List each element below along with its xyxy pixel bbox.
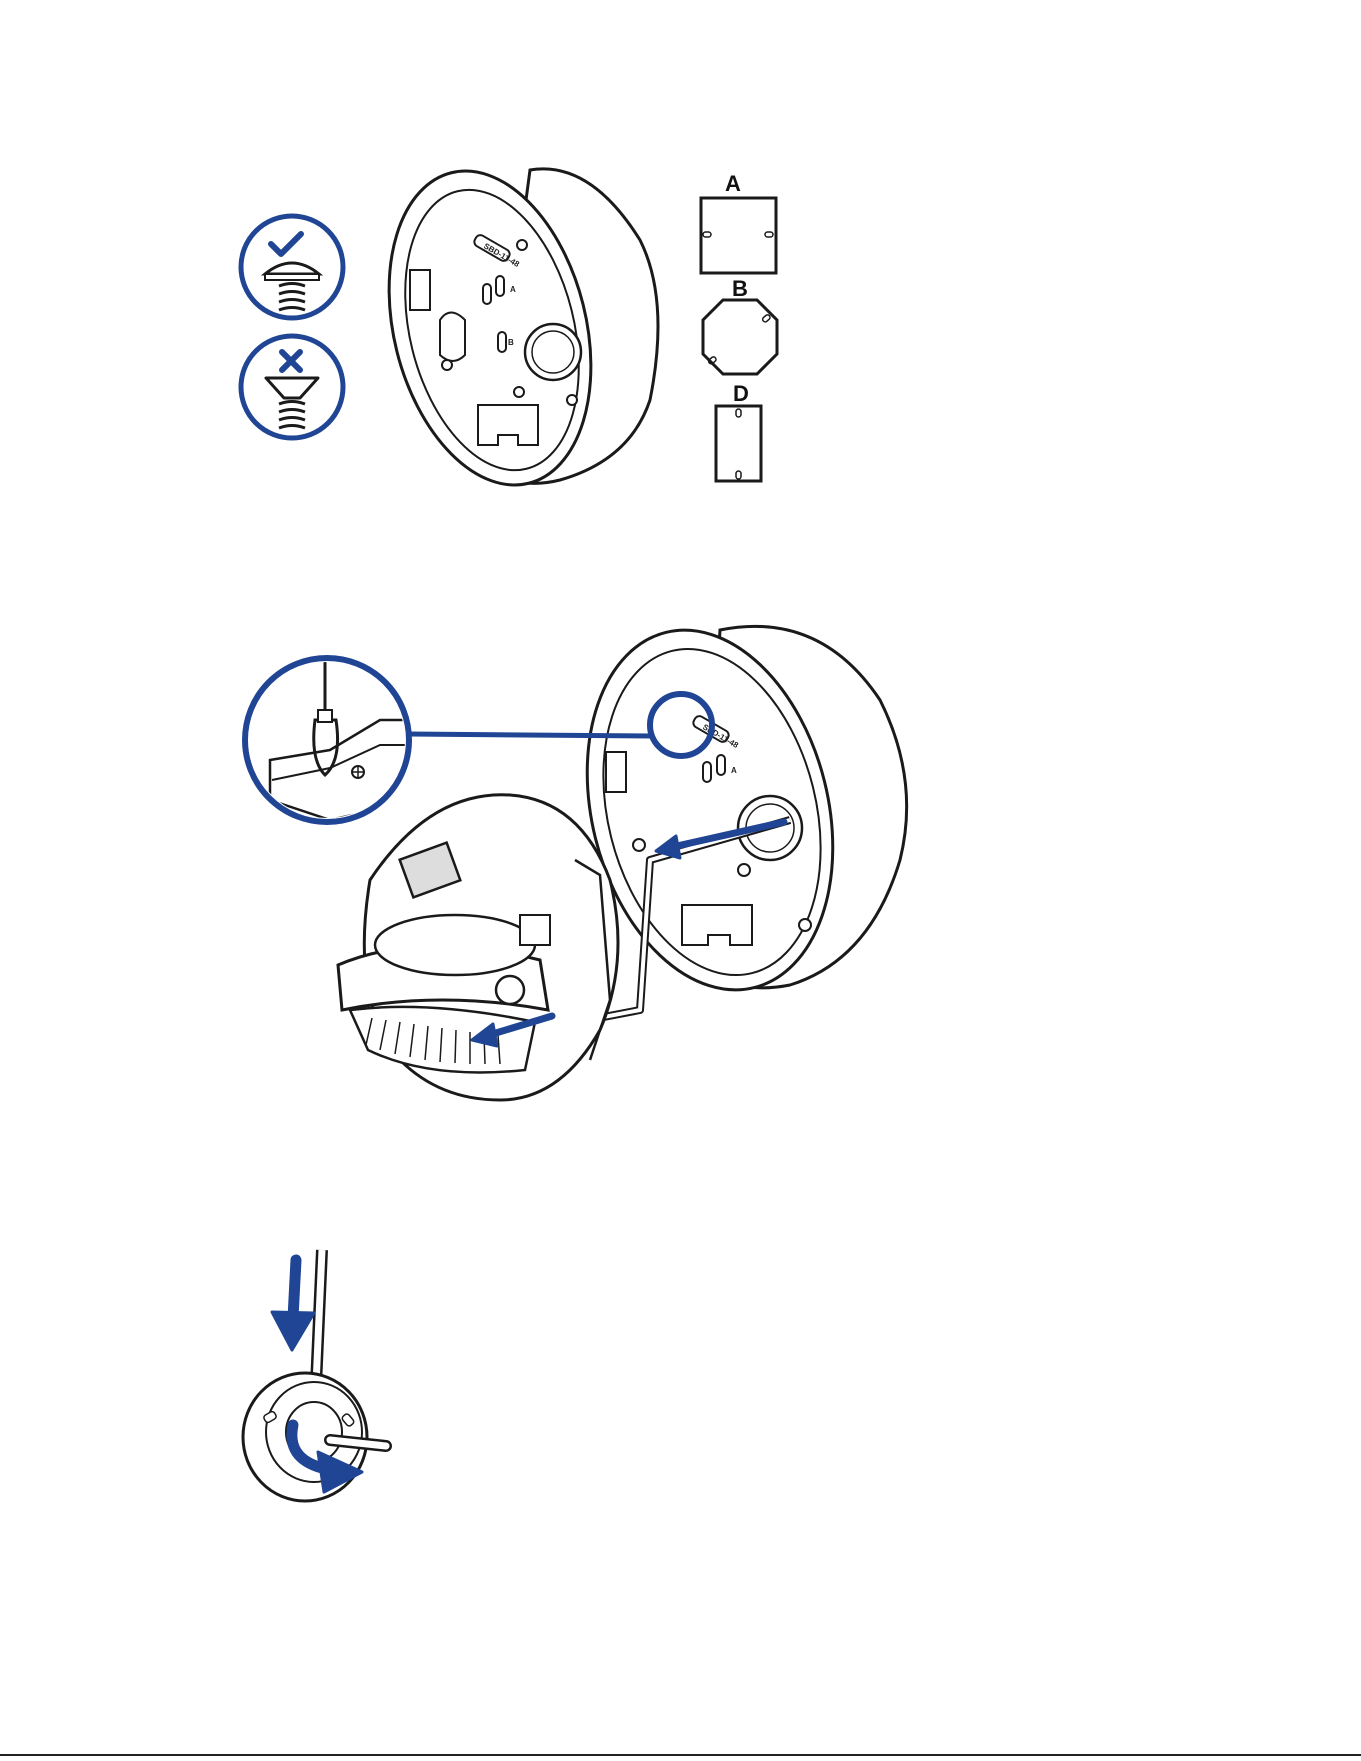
box-square: A [701, 171, 776, 273]
tether-callout-leader [408, 734, 653, 736]
footer-rule [0, 1754, 1361, 1756]
dome-camera [338, 795, 618, 1100]
figure-1-mount-base-and-boxes: SBD-11-48 A B A B D [0, 0, 1361, 500]
figure-2-tether-and-cable-routing: SBD-11-48 A [0, 600, 1361, 1120]
box-single-gang: D [716, 381, 761, 481]
box-label-a: A [725, 171, 741, 196]
correct-screw-callout [241, 216, 343, 318]
box-label-d: D [733, 381, 749, 406]
push-down-arrow-icon [272, 1260, 314, 1350]
twist-lock-fitting [243, 1373, 386, 1501]
mounting-rod [316, 1250, 322, 1385]
box-label-b: B [732, 276, 748, 301]
mount-hole-label-a: A [731, 766, 737, 775]
mount-hole-label-a: A [510, 285, 516, 294]
mounting-base: SBD-11-48 A B [358, 150, 658, 500]
mount-hole-label-b: B [508, 338, 514, 347]
incorrect-screw-callout [241, 336, 343, 438]
box-octagon: B [703, 276, 777, 374]
tether-detail-callout [245, 640, 420, 822]
figure-3-twist-lock [0, 1230, 1361, 1530]
